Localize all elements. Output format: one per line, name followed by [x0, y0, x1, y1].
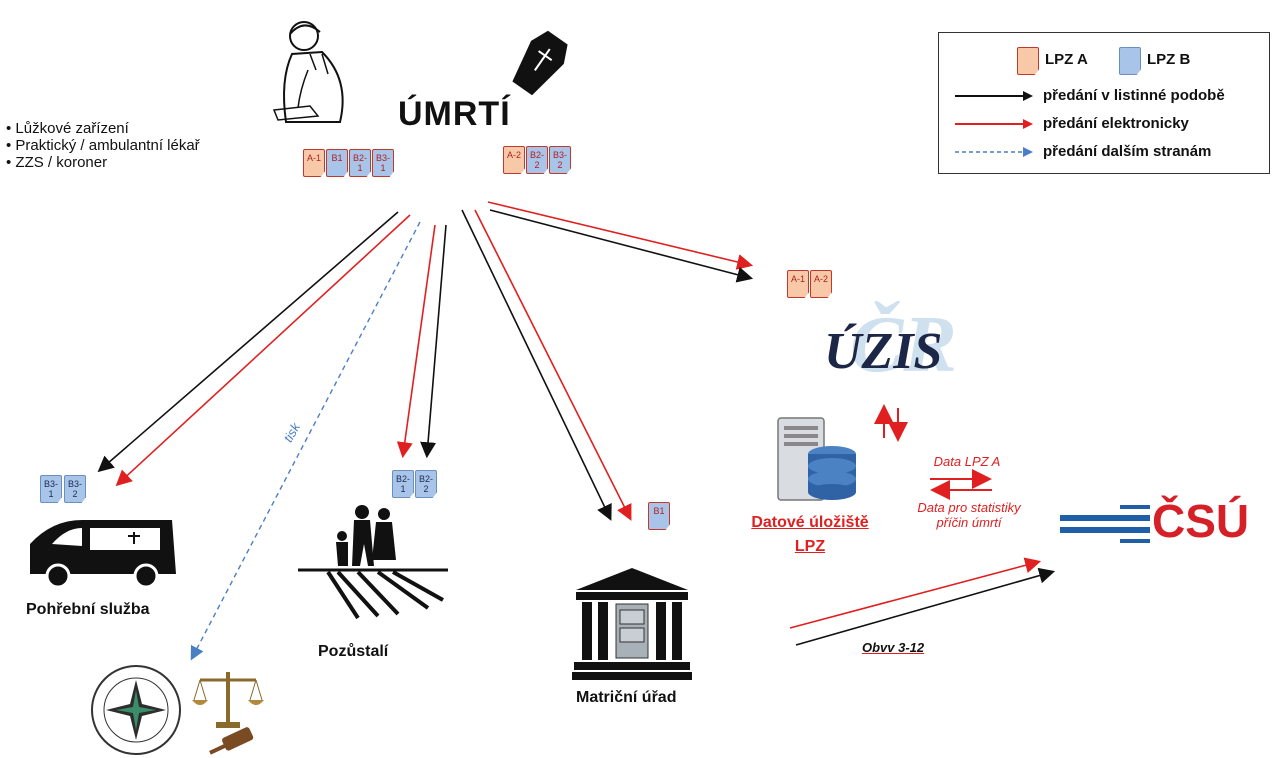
arrow-electronic-pohrebni — [115, 214, 411, 487]
police-emblem-icon — [91, 665, 181, 755]
arrow-others-police — [190, 221, 421, 661]
data-stat-label: Data pro statistiky příčin úmrtí — [917, 500, 1021, 530]
courthouse-icon — [572, 568, 692, 680]
uzis-logo-bg: ČR — [850, 301, 957, 389]
doc-b2-2: B2- 2 — [526, 146, 548, 174]
legend-line-paper — [955, 91, 1033, 101]
doc-uzis-a2: A-2 — [810, 270, 832, 298]
data-lpz-a-label: Data LPZ A — [933, 454, 1001, 469]
csu-logo-text: ČSÚ — [1152, 495, 1250, 547]
storage-label-2: LPZ — [794, 538, 826, 555]
uzis-logo: ČR ÚZIS — [822, 300, 962, 390]
doc-pohrebni-b3-2: B3- 2 — [64, 475, 86, 503]
source-item: Praktický / ambulantní lékař — [6, 137, 199, 154]
arrow-paper-csu — [795, 567, 1056, 646]
doc-uzis-a1: A-1 — [787, 270, 809, 298]
doc-b3-2: B3- 2 — [549, 146, 571, 174]
legend-lpz-b: LPZ B — [1147, 51, 1191, 68]
arrow-paper-pohrebni — [97, 211, 399, 473]
doc-pohrebni-b3-1: B3- 1 — [40, 475, 62, 503]
legend: LPZ A LPZ B předání v listinné podobě př… — [938, 32, 1270, 174]
family-icon — [298, 505, 448, 620]
pohrebni-label: Pohřební služba — [26, 601, 150, 618]
uzis-logo-text: ÚZIS — [824, 323, 943, 380]
arrow-paper-pozustali — [420, 224, 447, 459]
server-database-icon — [777, 417, 856, 501]
coffin-icon — [512, 30, 568, 96]
page-title: ÚMRTÍ — [398, 95, 511, 133]
legend-line-others — [955, 147, 1033, 157]
legend-paper: předání v listinné podobě — [1043, 87, 1225, 104]
arrow-paper-uzis — [489, 209, 754, 283]
legend-line-electronic — [955, 119, 1033, 129]
arrow-paper-matricni — [461, 209, 612, 521]
arrow-electronic-uzis — [487, 201, 754, 270]
source-item: Lůžkové zařízení — [6, 120, 200, 137]
arrow-electronic-csu — [789, 557, 1042, 629]
doc-b1: B1 — [326, 149, 348, 177]
legend-swatch-b — [1119, 47, 1141, 75]
source-list: Lůžkové zařízení Praktický / ambulantní … — [6, 120, 200, 171]
matricni-label: Matriční úřad — [576, 689, 677, 706]
hearse-icon — [30, 520, 176, 589]
legend-electronic: předání elektronicky — [1043, 115, 1189, 132]
doc-pozustali-b2-1: B2- 1 — [392, 470, 414, 498]
csu-bars-icon — [1060, 505, 1150, 543]
pozustali-label: Pozůstalí — [318, 643, 389, 660]
storage-label-1: Datové úložiště — [751, 514, 869, 531]
doc-b2-1: B2- 1 — [349, 149, 371, 177]
arrow-electronic-matricni — [474, 209, 632, 521]
legend-lpz-a: LPZ A — [1045, 51, 1088, 68]
doc-a2: A-2 — [503, 146, 525, 174]
arrow-electronic-pozustali — [396, 224, 436, 459]
doc-a1: A-1 — [303, 149, 325, 177]
obvv-label: Obvv 3-12 — [862, 640, 925, 655]
justice-scales-icon — [192, 672, 264, 755]
legend-others: předání dalším stranám — [1043, 143, 1212, 160]
doc-pozustali-b2-2: B2- 2 — [415, 470, 437, 498]
doc-b3-1: B3- 1 — [372, 149, 394, 177]
doc-matricni-b1: B1 — [648, 502, 670, 530]
legend-swatch-a — [1017, 47, 1039, 75]
source-item: ZZS / koroner — [6, 154, 200, 171]
doctor-icon — [272, 21, 344, 123]
